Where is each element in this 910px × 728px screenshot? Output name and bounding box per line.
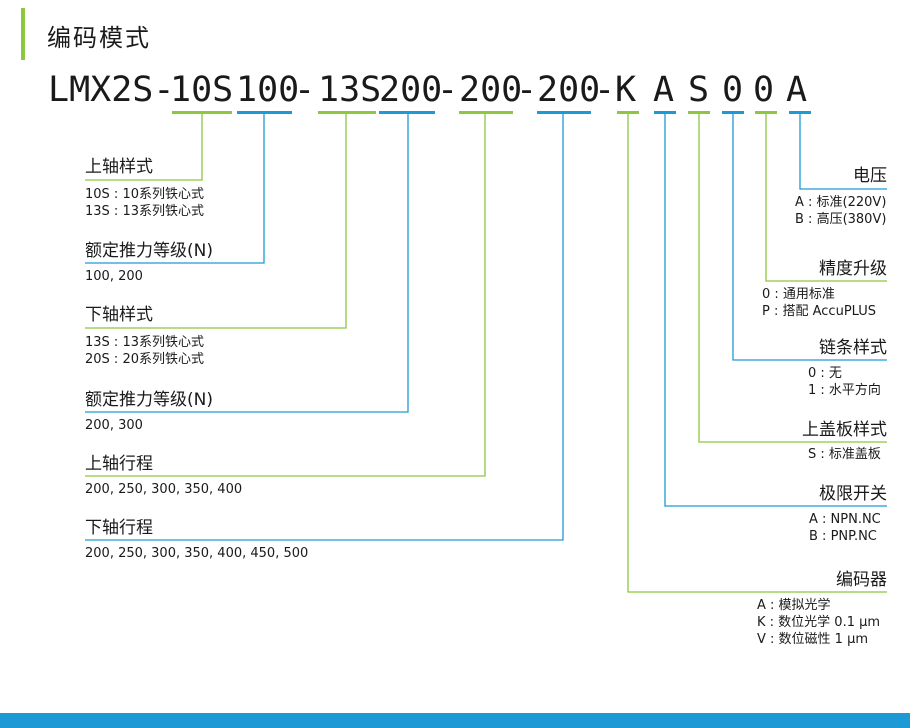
- field-option: 0 : 通用标准: [762, 287, 835, 302]
- connector-voltage: [799, 114, 887, 190]
- code-prefix: LMX2S-: [48, 70, 175, 110]
- code-upper-axis-style: 10S: [170, 70, 234, 110]
- field-option: 13S : 13系列铁心式: [85, 335, 204, 350]
- code-lower-stroke: 200: [537, 70, 601, 110]
- field-label-lower-thrust: 额定推力等级(N): [85, 390, 213, 410]
- connector-upper-thrust: [85, 114, 265, 264]
- code-encoder: K: [615, 70, 637, 110]
- connector-lower-axis-style: [85, 114, 347, 329]
- field-option: 100, 200: [85, 269, 143, 284]
- field-label-lower-axis-style: 下轴样式: [85, 305, 153, 325]
- code-dash: -: [516, 70, 538, 110]
- connector-upper-stroke: [85, 114, 486, 477]
- field-option: B : 高压(380V): [795, 212, 887, 227]
- connector-limit-switch: [664, 114, 887, 507]
- field-option: A : 标准(220V): [795, 195, 887, 210]
- field-option: S : 标准盖板: [808, 447, 881, 462]
- footer-bar: [0, 713, 910, 728]
- connector-upper-axis-style: [85, 114, 203, 181]
- underline-upper-stroke: [459, 111, 513, 114]
- field-label-precision: 精度升级: [819, 259, 887, 279]
- field-option: K : 数位光学 0.1 μm: [757, 615, 881, 630]
- code-limit-switch: A: [653, 70, 675, 110]
- field-option: 1 : 水平方向: [808, 383, 881, 398]
- section-title: 编码模式: [47, 24, 151, 52]
- underline-encoder: [617, 111, 639, 114]
- title-accent-bar: [21, 8, 25, 60]
- underline-lower-axis-style: [318, 111, 376, 114]
- underline-lower-stroke: [537, 111, 591, 114]
- code-dash: -: [594, 70, 616, 110]
- field-label-upper-axis-style: 上轴样式: [85, 157, 153, 177]
- connector-chain-style: [732, 114, 887, 361]
- field-option: V : 数位磁性 1 μm: [757, 632, 869, 647]
- code-dash: -: [294, 70, 316, 110]
- connector-cover-style: [698, 114, 887, 443]
- underline-chain-style: [722, 111, 744, 114]
- connector-precision: [765, 114, 887, 282]
- field-option: 10S : 10系列铁心式: [85, 187, 204, 202]
- field-label-cover-style: 上盖板样式: [802, 420, 887, 440]
- field-option: 200, 300: [85, 418, 143, 433]
- code-chain-style: 0: [722, 70, 744, 110]
- field-label-limit-switch: 极限开关: [819, 484, 887, 504]
- underline-cover-style: [688, 111, 710, 114]
- field-option: A : 模拟光学: [757, 598, 831, 613]
- code-lower-thrust: 200: [379, 70, 443, 110]
- code-lower-axis-style: 13S: [318, 70, 382, 110]
- code-upper-thrust: 100: [236, 70, 300, 110]
- code-precision: 0: [753, 70, 775, 110]
- code-voltage: A: [786, 70, 808, 110]
- field-label-lower-stroke: 下轴行程: [85, 518, 153, 538]
- connector-lower-stroke: [85, 114, 564, 541]
- field-option: 20S : 20系列铁心式: [85, 352, 204, 367]
- underline-upper-axis-style: [172, 111, 232, 114]
- field-option: 200, 250, 300, 350, 400, 450, 500: [85, 546, 309, 561]
- code-dash: -: [437, 70, 459, 110]
- field-label-encoder: 编码器: [836, 570, 887, 590]
- field-label-chain-style: 链条样式: [819, 338, 887, 358]
- connector-lower-thrust: [85, 114, 409, 413]
- field-label-voltage: 电压: [853, 166, 887, 186]
- field-label-upper-thrust: 额定推力等级(N): [85, 241, 213, 261]
- underline-lower-thrust: [379, 111, 435, 114]
- field-label-upper-stroke: 上轴行程: [85, 454, 153, 474]
- field-option: 0 : 无: [808, 366, 842, 381]
- field-option: 13S : 13系列铁心式: [85, 204, 204, 219]
- code-cover-style: S: [688, 70, 710, 110]
- code-upper-stroke: 200: [459, 70, 523, 110]
- underline-voltage: [789, 111, 811, 114]
- field-option: A : NPN.NC: [809, 512, 881, 527]
- field-option: 200, 250, 300, 350, 400: [85, 482, 243, 497]
- connector-encoder: [627, 114, 887, 593]
- field-option: P : 搭配 AccuPLUS: [762, 304, 877, 319]
- field-option: B : PNP.NC: [809, 529, 877, 544]
- underline-upper-thrust: [237, 111, 292, 114]
- underline-precision: [755, 111, 777, 114]
- underline-limit-switch: [654, 111, 676, 114]
